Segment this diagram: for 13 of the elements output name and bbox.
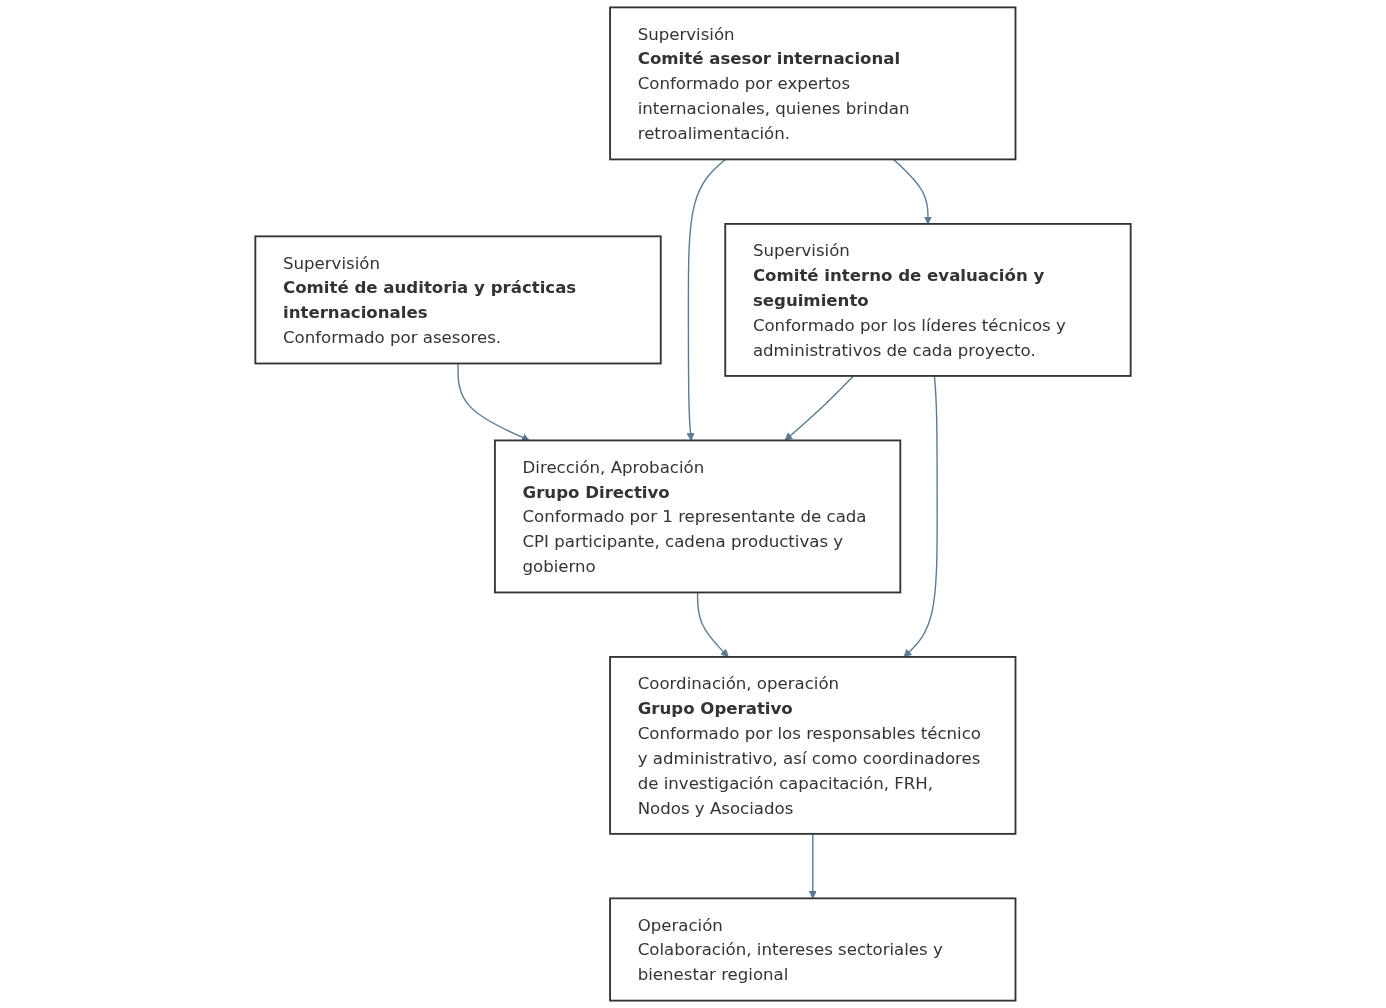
node-box: Dirección, Aprobación Grupo Directivo Conformado por 1 representante de cada CPI participante, cadena productivas y gobierno (493, 439, 902, 594)
node-box: Supervisión Comité de auditoria y prácticas internacionales Conformado por asesores. (254, 235, 662, 365)
arrow (457, 362, 530, 442)
node-box: Supervisión Comité asesor internacional Conformado por expertos internacionales, quienes brindan retroalimentación. (609, 6, 1017, 161)
arrow (892, 158, 932, 225)
arrow (696, 591, 729, 658)
node-box: Operación Colaboración, intereses sectoriales y bienestar regional (609, 897, 1017, 1002)
arrow (903, 375, 938, 658)
arrow (784, 375, 855, 441)
arrow (686, 158, 727, 441)
arrow (808, 833, 817, 899)
node-box: Coordinación, operación Grupo Operativo Conformado por los responsables técnico y administrativo, así como coordinadores de investigación capacitación, FRH, Nodos y Asociados (609, 656, 1017, 835)
node-box: Supervisión Comité interno de evaluación y seguimiento Conformado por los líderes técnicos y administrativos de cada proyecto. (724, 223, 1132, 377)
